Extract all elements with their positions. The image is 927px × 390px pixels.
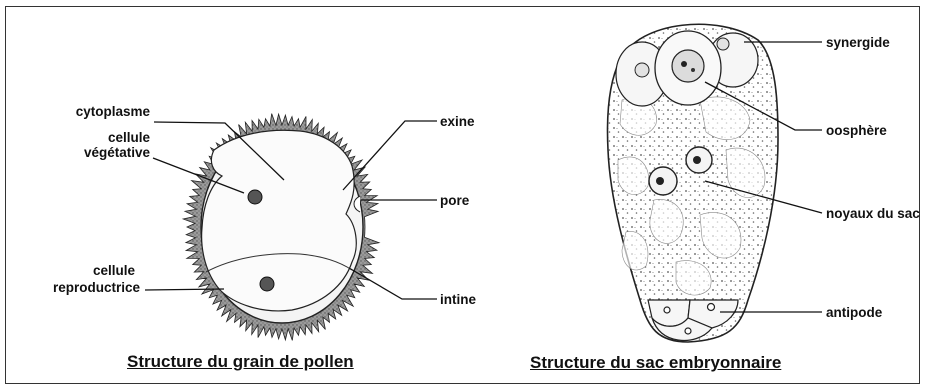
label-synergide: synergide [826,35,890,50]
pollen-cytoplasm [202,130,357,311]
label-antipode: antipode [826,305,882,320]
synergide-right-nucleus [717,38,729,50]
label-oosphere: oosphère [826,123,887,138]
label-cytoplasme: cytoplasme [40,104,150,119]
polar-nucleolus-1 [656,177,664,185]
oosphere-nucleolus [681,61,687,67]
caption-sac: Structure du sac embryonnaire [530,353,781,373]
oosphere-chromatin [691,68,695,72]
reproductive-nucleus [260,277,274,291]
label-pore: pore [440,193,469,208]
antipode-nucleus-1 [664,307,670,313]
embryo-sac [608,24,779,342]
polar-nucleolus-2 [693,156,701,164]
label-noyaux-du-sac: noyaux du sac [826,206,920,221]
synergide-left-nucleus [635,63,649,77]
label-exine: exine [440,114,475,129]
label-cellule-vegetative-line1: cellule [40,130,150,145]
label-cellule-reproductrice-line1: cellule [20,263,135,278]
oosphere-nucleus [672,50,704,82]
antipode-nucleus-3 [685,328,691,334]
caption-pollen: Structure du grain de pollen [127,352,354,372]
label-cellule-vegetative-line2: végétative [40,145,150,160]
label-intine: intine [440,292,476,307]
label-cellule-reproductrice-line2: reproductrice [20,280,140,295]
vegetative-nucleus [248,190,262,204]
pollen-grain [183,114,379,341]
antipode-nucleus-2 [708,304,715,311]
